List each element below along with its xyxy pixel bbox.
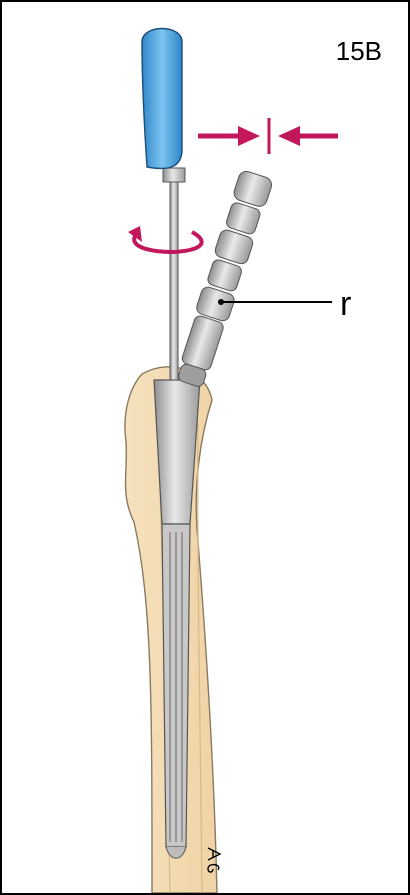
illustration-frame: 15B r [0,0,410,895]
artist-signature [2,2,408,893]
